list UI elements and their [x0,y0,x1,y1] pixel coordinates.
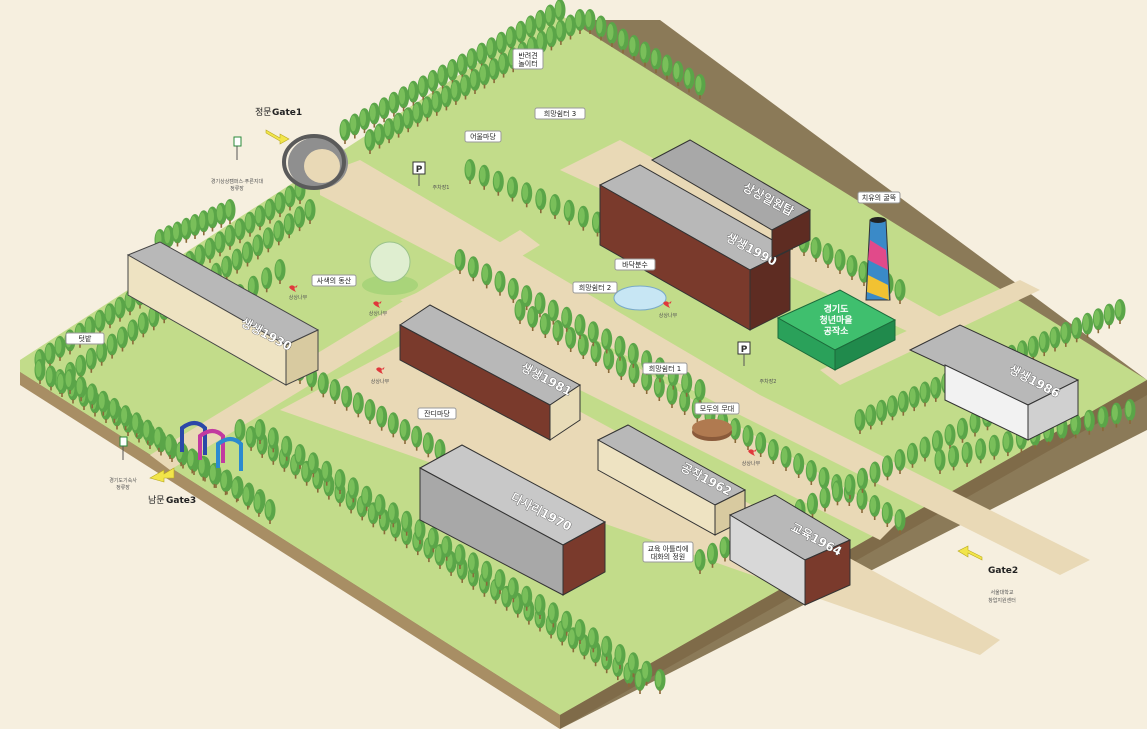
callout-stage-label: 모두의 무대 [700,404,734,413]
heart-caption: 상상나무 [369,310,388,317]
heart-caption: 상상나무 [659,312,678,319]
tree-icon [1114,299,1126,324]
callout-hill-label: 사색의 동산 [317,276,352,285]
gate1-arrow[interactable]: 정문 Gate1 [255,107,302,145]
healing-chimney[interactable] [865,217,891,301]
bus-stop-2-line1: 경기도기숙사 [109,477,137,484]
heart-caption: 상상나무 [371,378,390,385]
callout-plaza[interactable]: 어울마당 [464,130,502,143]
tree-icon [349,113,361,139]
gate3-prefix: 남문 [148,495,165,506]
gate2-caption-line2: 창업지원센터 [988,597,1016,604]
callout-hill[interactable]: 사색의 동산 [311,274,357,287]
heart-icon: 상상나무 [659,301,678,319]
callout-rest3-label: 희망쉼터 3 [544,109,576,118]
building-1930[interactable]: 생생1930 [126,241,320,386]
callout-plaza-label: 어울마당 [470,132,496,141]
callout-lawn-label: 잔디마당 [424,409,450,418]
heart-caption: 상상나무 [289,294,308,301]
callout-garden-line1: 교육 아틀리에 [648,544,689,553]
callout-lawn[interactable]: 잔디마당 [417,407,457,420]
green-building-line1: 경기도 [824,303,850,315]
heart-icon: 상상나무 [742,449,761,467]
bus-stop-1-line2: 정류장 [230,185,244,192]
callout-rest2[interactable]: 희망쉼터 2 [572,281,618,294]
parking-2-label: 주차장2 [760,378,777,385]
callout-rest2-label: 희망쉼터 2 [579,283,611,292]
building-1986[interactable]: 생생1986 [908,324,1080,441]
callout-garden[interactable]: 교육 아틀리에 대화의 정원 [642,541,694,563]
heart-caption: 상상나무 [742,460,761,467]
callout-dog-park-line1: 반려견 [518,51,537,60]
callout-chimney-label: 치유의 굴뚝 [862,193,897,202]
callout-chimney[interactable]: 치유의 굴뚝 [857,191,901,204]
gate3-label: Gate3 [166,496,196,506]
green-building-line2: 청년마을 [819,314,852,326]
building-1990[interactable]: 생생1990 [598,164,792,331]
parking-2-icon: P [741,345,748,355]
building-1962[interactable]: 공작1962 [596,424,747,536]
heart-icon: 상상나무 [369,301,388,317]
callout-rest3[interactable]: 희망쉼터 3 [534,107,586,120]
gate1-tunnel [282,134,348,190]
bus-stop-1-line1: 경기상상캠퍼스·푸른지대 [211,178,264,185]
gate1-label: Gate1 [272,108,302,118]
gate3-arrow[interactable]: 남문 Gate3 [148,467,196,506]
tree-icon [1092,308,1104,334]
bus-stop-1[interactable]: 경기상상캠퍼스·푸른지대 정류장 [211,136,264,192]
callout-field[interactable]: 텃밭 [65,332,105,345]
building-1970[interactable]: 다사리1970 [418,444,607,596]
parking-2[interactable]: P 주차장2 [737,341,777,385]
callout-field-label: 텃밭 [79,334,92,343]
callout-garden-line2: 대화의 정원 [651,552,685,561]
callout-dog-park-line2: 놀이터 [518,59,537,68]
building-bunker[interactable]: 상상일원탑 [650,139,812,259]
tree-icon [1103,303,1115,329]
callout-rest1[interactable]: 희망쉼터 1 [642,362,688,375]
heart-markers: 상상나무 상상나무 상상나무 상상나무 상상나무 [289,285,761,467]
tree-icon [339,119,351,144]
fountain[interactable] [613,285,667,311]
gate2-caption-line1: 서울대학교 [990,589,1013,596]
green-building-line3: 공작소 [824,326,850,337]
callout-dog-park[interactable]: 반려견 놀이터 [512,48,544,70]
bus-stop-2[interactable]: 경기도기숙사 정류장 [109,436,137,491]
parking-1[interactable]: P 주차장1 [412,161,450,191]
gate1-prefix: 정문 [255,107,272,118]
meditation-hill-tree[interactable] [362,241,418,295]
heart-icon: 상상나무 [371,367,390,385]
bus-stop-2-line2: 정류장 [116,484,130,491]
green-building[interactable]: 경기도 청년마을 공작소 [776,289,897,371]
callout-rest1-label: 희망쉼터 1 [649,364,681,373]
stage[interactable] [692,419,732,441]
callout-stage[interactable]: 모두의 무대 [694,402,740,415]
tree-icon [654,669,666,694]
gate3-arches [180,421,243,471]
tree-icon [224,199,236,224]
callout-fountain-label: 바닥분수 [622,260,648,269]
heart-icon: 상상나무 [289,285,308,301]
tree-icon [359,108,370,134]
gate2-arrow[interactable]: Gate2 서울대학교 창업지원센터 [957,545,1018,604]
parking-1-label: 주차장1 [433,184,450,191]
callout-fountain[interactable]: 바닥분수 [614,258,656,271]
gate2-label: Gate2 [988,566,1018,576]
parking-1-icon: P [416,165,423,175]
